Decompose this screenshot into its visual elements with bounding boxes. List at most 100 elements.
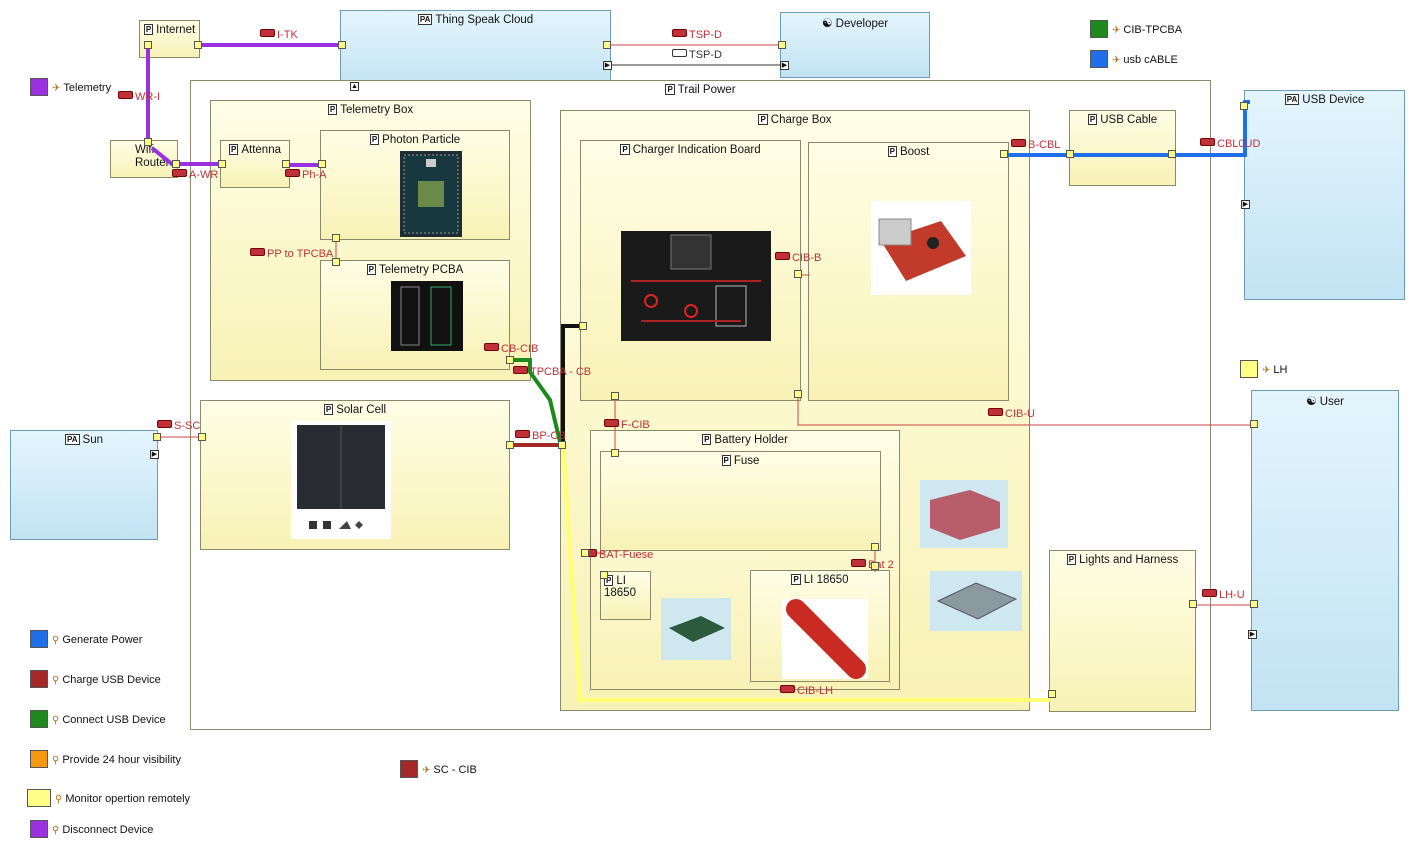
port-square[interactable] [778, 41, 786, 49]
connector-ph-a[interactable]: Ph-A [285, 169, 326, 181]
connector-icon [988, 408, 1003, 416]
connector-icon [1011, 139, 1026, 147]
legend-item-sc-cib: ✈SC - CIB [422, 764, 477, 776]
part-icon: P [791, 574, 801, 585]
requirement-icon: ⚲ [52, 675, 60, 686]
connector-icon [851, 559, 866, 567]
connector-tpcba-cb[interactable]: TPCBA - CB [513, 366, 591, 378]
block-title: Wifi Router [135, 144, 170, 169]
port-square[interactable] [794, 390, 802, 398]
connector-f-cib[interactable]: F-CIB [604, 419, 650, 431]
port-square[interactable] [506, 441, 514, 449]
port-square[interactable] [611, 392, 619, 400]
port-square[interactable] [318, 160, 326, 168]
port-square[interactable] [579, 322, 587, 330]
connector-icon [775, 252, 790, 260]
legend-item-lh: ✈LH [1262, 364, 1288, 376]
port-square[interactable] [506, 356, 514, 364]
block-title: Boost [899, 146, 930, 158]
port-square[interactable] [332, 258, 340, 266]
connector-cib-lh[interactable]: CIB-LH [780, 685, 833, 697]
part-icon: P [1066, 554, 1077, 565]
connector-icon [513, 366, 528, 374]
connector-a-wr[interactable]: A-WR [172, 169, 218, 181]
connector-icon [1200, 138, 1215, 146]
connector-cb-cib[interactable]: CB-CIB [484, 343, 538, 355]
developer-block[interactable]: ☯Developer [780, 12, 930, 78]
connector-icon [172, 169, 187, 177]
port-square[interactable] [282, 160, 290, 168]
connector-icon [672, 29, 687, 37]
connector-wr-i[interactable]: WR-I [118, 91, 160, 103]
port-square[interactable] [332, 234, 340, 242]
port-square[interactable] [1168, 150, 1176, 158]
port-square[interactable] [581, 549, 589, 557]
li-cell-image [782, 599, 868, 679]
connector-icon [604, 419, 619, 427]
port-square[interactable] [871, 543, 879, 551]
port-square[interactable] [1250, 420, 1258, 428]
port-square[interactable] [600, 571, 608, 579]
actor-icon: ☯ [821, 16, 833, 30]
port-square[interactable] [1048, 690, 1056, 698]
block-title: Battery Holder [714, 434, 788, 446]
port-square[interactable] [338, 41, 346, 49]
connector-lh-u[interactable]: LH-U [1202, 589, 1245, 601]
requirement-icon: ⚲ [52, 715, 60, 726]
connector-i-tk[interactable]: I-TK [260, 29, 298, 41]
connector-cib-u[interactable]: CIB-U [988, 408, 1035, 420]
part-icon: PA [1284, 94, 1300, 105]
enclosure-image-1 [920, 480, 1008, 548]
port-square[interactable] [1250, 600, 1258, 608]
block-title: Trail Power [677, 84, 736, 96]
port-square[interactable] [558, 441, 566, 449]
legend-item-connect-usb: ⚲Connect USB Device [52, 714, 166, 726]
port-square[interactable] [1066, 150, 1074, 158]
connector-s-sc[interactable]: S-SC [157, 420, 200, 432]
port-square[interactable] [1240, 102, 1248, 110]
chain-icon: ✈ [1262, 365, 1271, 376]
user-block[interactable]: ☯User [1251, 390, 1399, 711]
port-square[interactable] [1000, 150, 1008, 158]
port-square[interactable] [1189, 600, 1197, 608]
connector-b-cbl[interactable]: B-CBL [1011, 139, 1060, 151]
connector-tsp-d-2[interactable]: TSP-D [672, 49, 722, 61]
connector-bat-fuse[interactable]: BAT-Fuese [582, 549, 653, 561]
chain-icon: ✈ [52, 83, 61, 94]
legend-swatch-visibility [30, 750, 48, 768]
port-square[interactable] [794, 270, 802, 278]
port-square[interactable] [172, 160, 180, 168]
port-square[interactable] [611, 449, 619, 457]
part-icon: P [665, 84, 675, 95]
port-square[interactable] [144, 138, 152, 146]
connector-tsp-d-1[interactable]: TSP-D [672, 29, 722, 41]
connector-cblud[interactable]: CBL0UD [1200, 138, 1260, 150]
connector-cib-b[interactable]: CIB-B [775, 252, 821, 264]
port-square[interactable] [144, 41, 152, 49]
port-square[interactable] [871, 562, 879, 570]
port-square[interactable] [218, 160, 226, 168]
port-square[interactable] [198, 433, 206, 441]
block-title: LI 18650 [803, 574, 849, 586]
port-square[interactable] [194, 41, 202, 49]
connector-pp-tpcba[interactable]: PP to TPCBA [250, 248, 333, 260]
connector-icon [1202, 589, 1217, 597]
port-square[interactable] [603, 41, 611, 49]
port-square[interactable] [153, 433, 161, 441]
part-icon: P [1087, 114, 1098, 125]
connector-icon [285, 169, 300, 177]
